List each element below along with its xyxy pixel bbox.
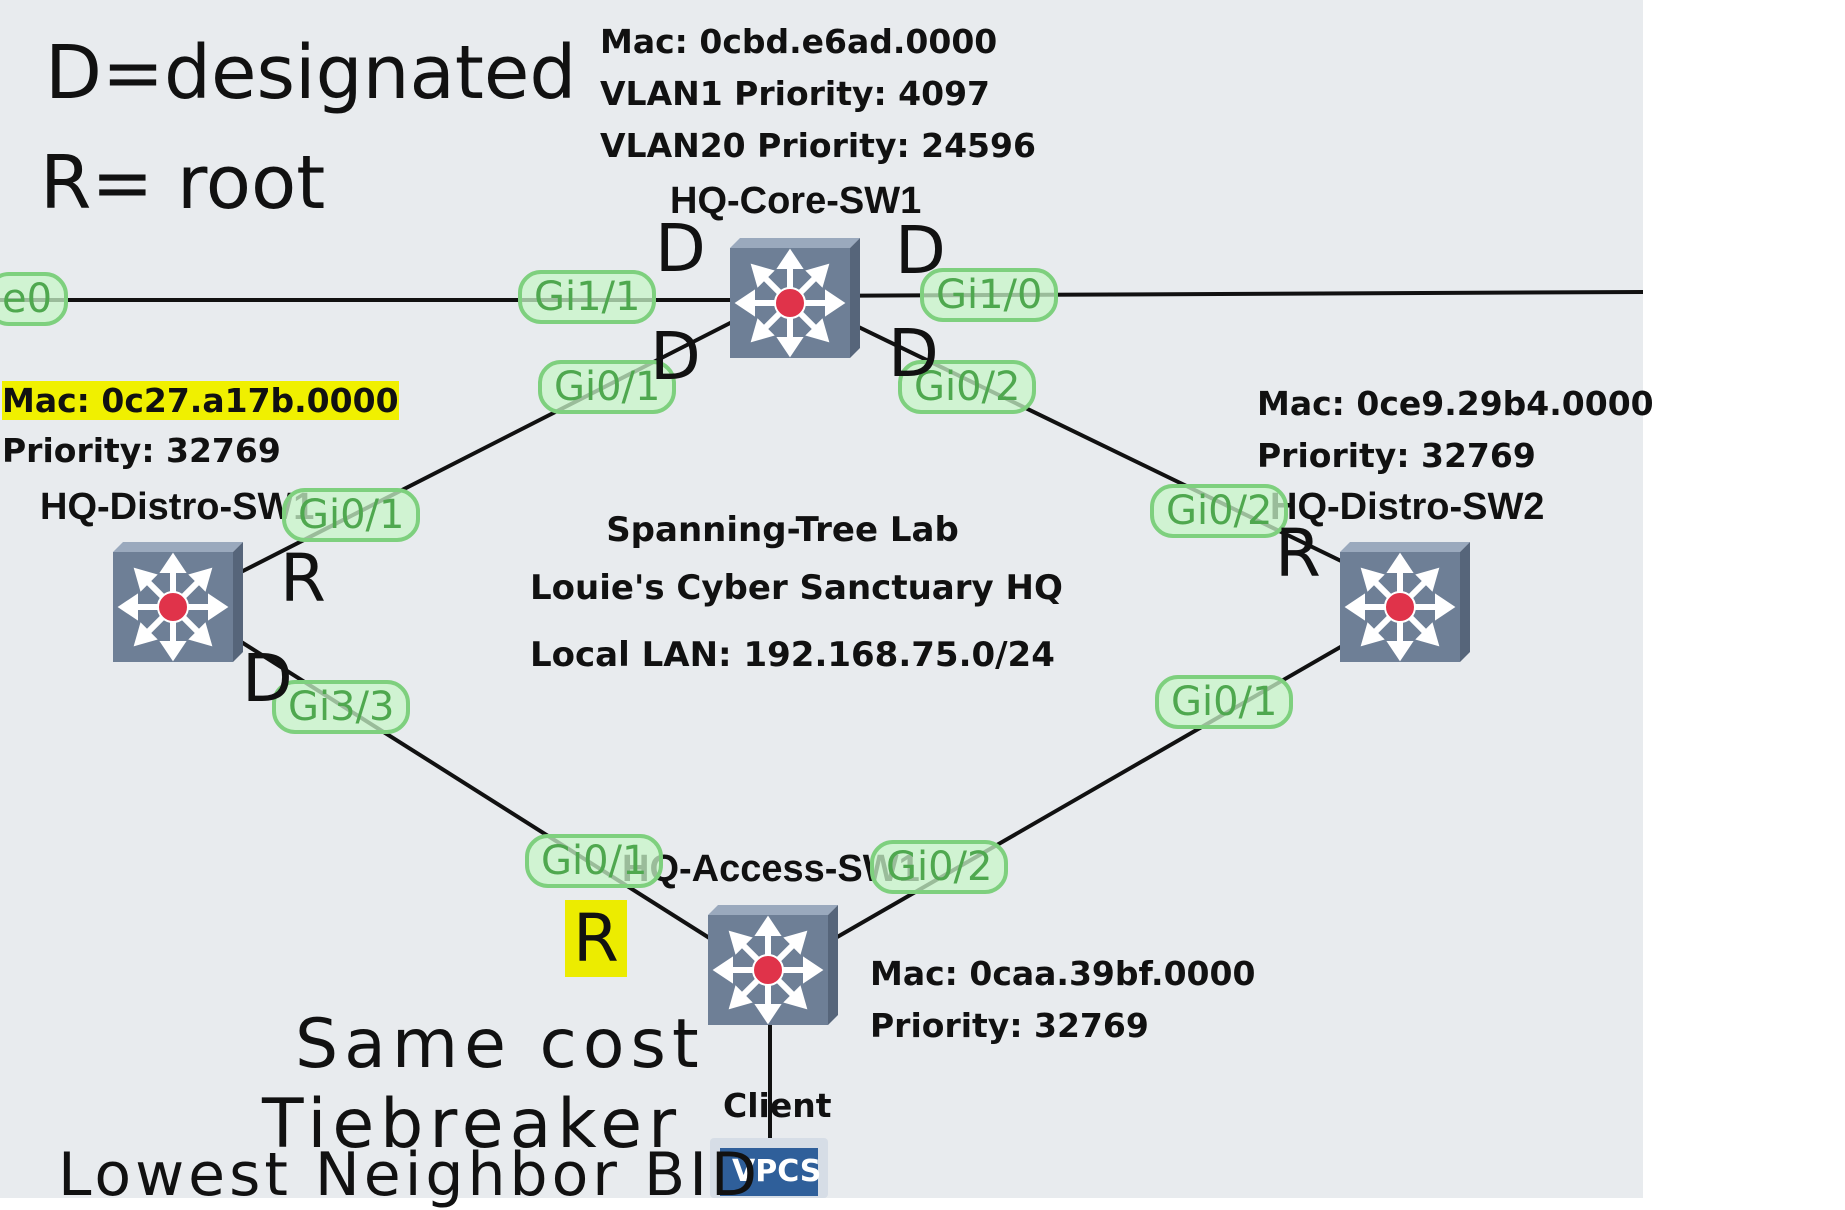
port-core-gi0-1[interactable]: Gi0/1 [538, 360, 677, 414]
port-distro1-gi0-1[interactable]: Gi0/1 [282, 488, 421, 542]
legend-designated: D=designated [45, 30, 577, 116]
core-vlan20-priority: VLAN20 Priority: 24596 [600, 126, 1036, 165]
distro2-name[interactable]: HQ-Distro-SW2 [1270, 486, 1545, 528]
mark-core-gi1-1: D [655, 210, 706, 287]
port-distro1-gi3-3[interactable]: Gi3/3 [272, 680, 411, 734]
mark-access-gi0-1: R [565, 900, 627, 977]
port-distro2-gi0-2[interactable]: Gi0/2 [1150, 484, 1289, 538]
access-mac: Mac: 0caa.39bf.0000 [870, 954, 1256, 993]
mark-distro1-gi3-3: D [242, 640, 293, 717]
port-core-gi1-0[interactable]: Gi1/0 [920, 268, 1059, 322]
client-name[interactable]: Client [723, 1086, 832, 1125]
note-tiebreaker: Tiebreaker [262, 1085, 683, 1164]
distro2-mac: Mac: 0ce9.29b4.0000 [1257, 384, 1654, 423]
mark-distro2-gi0-2: R [1275, 515, 1321, 592]
title-line3: Local LAN: 192.168.75.0/24 [530, 635, 1055, 675]
distro1-name[interactable]: HQ-Distro-SW1 [40, 486, 315, 528]
access-switch-icon [708, 905, 838, 1025]
port-access-gi0-1[interactable]: Gi0/1 [525, 834, 664, 888]
distro1-switch-icon [113, 542, 243, 662]
title-line2: Louie's Cyber Sanctuary HQ [530, 568, 1063, 608]
core-mac: Mac: 0cbd.e6ad.0000 [600, 22, 998, 61]
port-left-edge[interactable]: e0 [0, 272, 69, 326]
mark-core-gi1-0: D [895, 212, 946, 289]
mark-core-gi0-2: D [888, 315, 939, 392]
core-name[interactable]: HQ-Core-SW1 [670, 180, 922, 222]
core-switch-icon [730, 238, 860, 358]
distro2-switch-icon [1340, 542, 1470, 662]
title-line1: Spanning-Tree Lab [606, 510, 959, 550]
port-core-gi1-1[interactable]: Gi1/1 [518, 270, 657, 324]
port-distro2-gi0-1[interactable]: Gi0/1 [1155, 675, 1294, 729]
distro1-priority: Priority: 32769 [2, 431, 281, 470]
core-vlan1-priority: VLAN1 Priority: 4097 [600, 74, 991, 113]
port-access-gi0-2[interactable]: Gi0/2 [870, 840, 1009, 894]
distro2-priority: Priority: 32769 [1257, 436, 1536, 475]
access-priority: Priority: 32769 [870, 1006, 1149, 1045]
mark-core-gi0-1: D [650, 318, 701, 395]
vpcs-icon[interactable]: VPCS [710, 1138, 828, 1198]
note-same-cost: Same cost [295, 1005, 705, 1084]
note-lowest-neighbor-bid: Lowest Neighbor BID [58, 1140, 762, 1210]
mark-distro1-gi0-1: R [280, 540, 326, 617]
vpcs-badge: VPCS [732, 1154, 822, 1189]
distro1-mac: Mac: 0c27.a17b.0000 [2, 381, 399, 420]
uplink-right [784, 290, 1644, 298]
port-core-gi0-2[interactable]: Gi0/2 [898, 360, 1037, 414]
legend-root: R= root [40, 140, 326, 226]
